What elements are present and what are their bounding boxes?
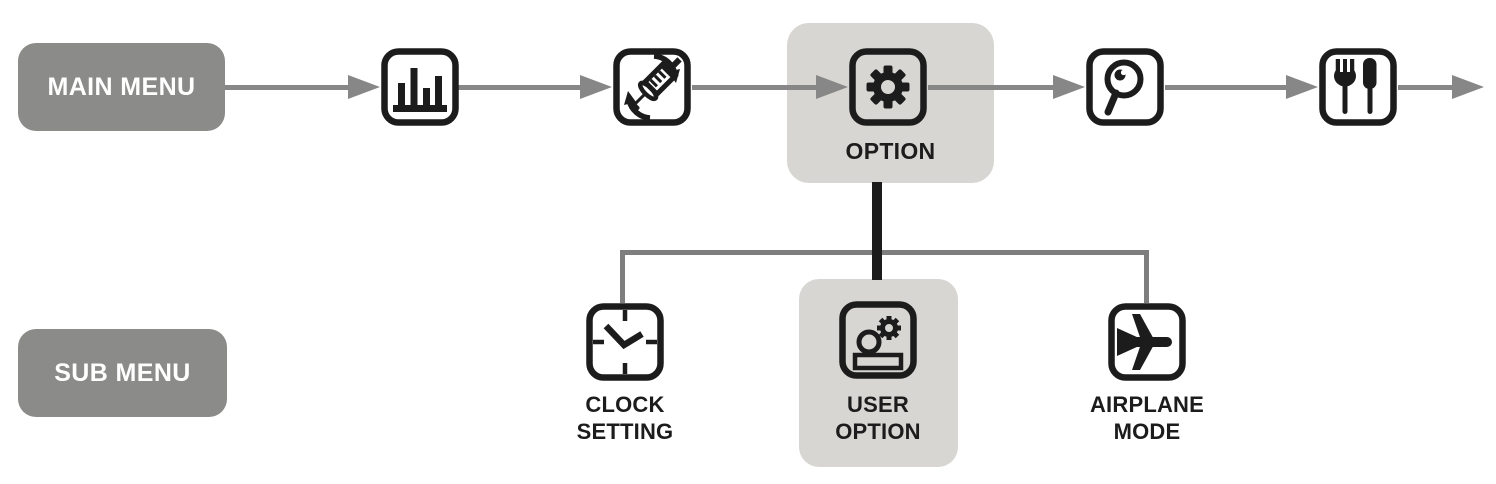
clock-setting-label: CLOCK SETTING: [576, 392, 674, 444]
main-menu-badge-label: MAIN MENU: [47, 72, 196, 101]
menu-item-tile[interactable]: [380, 47, 460, 127]
arrow-shaft: [1165, 85, 1288, 90]
option-branch-connector: [872, 182, 882, 280]
arrow-shaft: [1398, 85, 1454, 90]
airplane-icon: [1107, 302, 1187, 382]
submenu-item-tile-user-option[interactable]: [838, 300, 918, 380]
arrow-shaft: [458, 85, 582, 90]
gear-icon: [848, 47, 928, 127]
user-option-icon: [838, 300, 918, 380]
airplane-mode-label: AIRPLANE MODE: [1089, 392, 1205, 444]
submenu-horizontal-connector: [620, 250, 1149, 255]
arrowhead-icon: [1286, 75, 1318, 99]
airplane-drop-connector: [1144, 250, 1149, 303]
arrowhead-icon: [1053, 75, 1085, 99]
utensils-icon: [1318, 47, 1398, 127]
clock-icon: [585, 302, 665, 382]
option-node-label: OPTION: [845, 138, 936, 164]
flow-arrow: [225, 75, 380, 99]
arrow-shaft: [928, 85, 1055, 90]
arrowhead-icon: [348, 75, 380, 99]
user-option-label: USER OPTION: [835, 392, 921, 444]
arrow-shaft: [692, 85, 818, 90]
submenu-item-tile[interactable]: [1107, 302, 1187, 382]
arrowhead-icon: [816, 75, 848, 99]
flow-arrow: [692, 75, 848, 99]
flow-arrow: [458, 75, 612, 99]
arrow-shaft: [225, 85, 350, 90]
menu-item-tile[interactable]: [1318, 47, 1398, 127]
flow-arrow: [1165, 75, 1318, 99]
bar-chart-icon: [380, 47, 460, 127]
menu-item-tile-option[interactable]: [848, 47, 928, 127]
clock-drop-connector: [620, 250, 625, 303]
flow-arrow: [928, 75, 1085, 99]
magnifier-icon: [1085, 47, 1165, 127]
main-menu-badge: MAIN MENU: [18, 43, 225, 131]
menu-item-tile[interactable]: [612, 47, 692, 127]
menu-item-tile[interactable]: [1085, 47, 1165, 127]
sub-menu-badge: SUB MENU: [18, 329, 227, 417]
submenu-item-tile[interactable]: [585, 302, 665, 382]
arrowhead-icon: [1452, 75, 1484, 99]
sub-menu-badge-label: SUB MENU: [54, 358, 191, 387]
syringe-rotate-icon: [612, 47, 692, 127]
flow-arrow: [1398, 75, 1484, 99]
arrowhead-icon: [580, 75, 612, 99]
